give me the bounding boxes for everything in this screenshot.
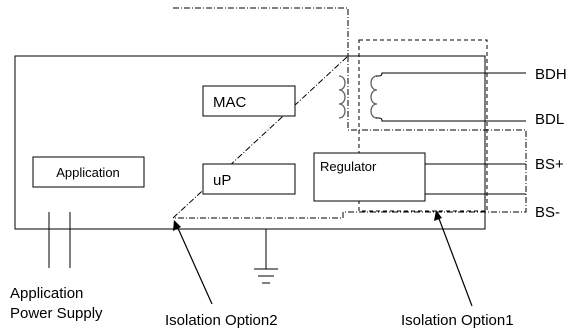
application-block [32, 156, 145, 188]
ground-icon [254, 229, 278, 284]
terminal-bs-plus: BS+ [535, 156, 564, 173]
isolation-option1-boundary [358, 39, 488, 212]
regulator-block [313, 152, 426, 202]
power-supply-label-line2: Power Supply [10, 305, 103, 322]
main-board [14, 55, 486, 230]
bdl-wire [376, 117, 526, 122]
isolation-option1-label: Isolation Option1 [401, 312, 514, 329]
up-block [202, 163, 296, 195]
up-block-label: uP [213, 172, 231, 189]
power-supply-leads [48, 212, 71, 268]
terminal-bdl: BDL [535, 111, 564, 128]
terminal-bs-minus: BS- [535, 204, 560, 221]
regulator-block-label: Regulator [320, 159, 377, 174]
mac-block-label: MAC [213, 94, 247, 111]
transformer-icon [338, 75, 378, 119]
bdh-wire [376, 72, 526, 77]
terminal-bdh: BDH [535, 66, 567, 83]
isolation-option1-arrow [434, 210, 473, 307]
isolation-option2-arrow [173, 220, 213, 305]
application-block-label: Application [56, 165, 120, 180]
power-supply-label-line1: Application [10, 285, 83, 302]
mac-block [202, 85, 296, 117]
isolation-option2-label: Isolation Option2 [165, 312, 278, 329]
isolation-option2-boundary [171, 7, 527, 219]
